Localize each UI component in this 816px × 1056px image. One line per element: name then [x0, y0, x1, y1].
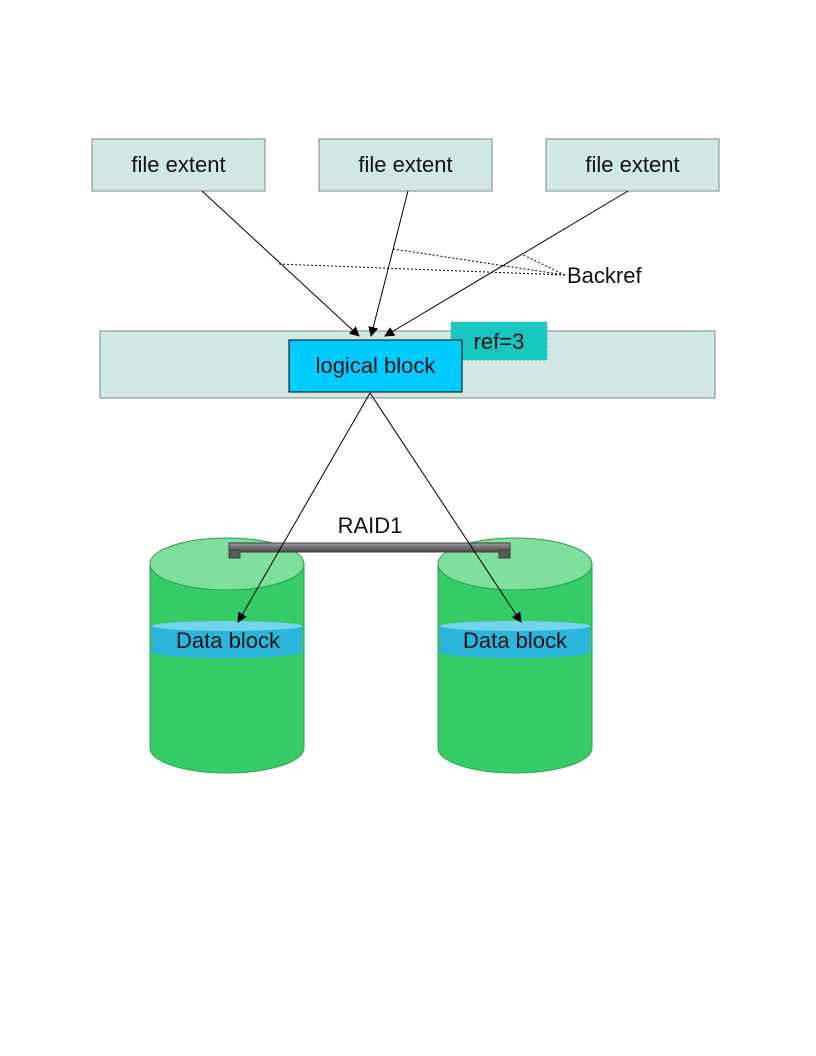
arrow-extent-2: [368, 190, 409, 337]
backref-line-2: [392, 248, 566, 276]
raid1-label: RAID1: [338, 513, 403, 538]
arrow-extent-1: [201, 190, 360, 337]
ref-count-label: ref=3: [474, 329, 525, 354]
file-extent-label-2: file extent: [358, 152, 452, 177]
logical-block-label: logical block: [316, 353, 437, 378]
file-extent-box-3: file extent: [545, 138, 720, 192]
file-extent-label-3: file extent: [585, 152, 679, 177]
backref-pointers: [277, 248, 566, 276]
data-block-label-1: Data block: [176, 628, 281, 653]
backref-line-3: [520, 253, 566, 276]
ref-count-badge: ref=3: [450, 321, 548, 361]
file-extent-box-1: file extent: [91, 138, 266, 192]
data-block-2: Data block: [440, 621, 590, 658]
file-extent-box-2: file extent: [318, 138, 493, 192]
backref-label: Backref: [567, 263, 642, 288]
disk-1: Data block: [149, 537, 305, 774]
arrow-to-data-block-1: [237, 392, 371, 623]
raid1-bar: [228, 542, 511, 559]
file-extent-label-1: file extent: [131, 152, 225, 177]
logical-block: logical block: [288, 339, 463, 393]
extent-to-block-arrows: [201, 190, 629, 337]
backref-line-1: [277, 263, 566, 276]
disk-2: Data block: [437, 537, 593, 774]
arrow-extent-3: [384, 190, 629, 337]
data-block-label-2: Data block: [463, 628, 568, 653]
data-block-1: Data block: [152, 621, 302, 658]
arrow-to-data-block-2: [369, 392, 522, 623]
block-to-disk-arrows: [237, 392, 522, 623]
